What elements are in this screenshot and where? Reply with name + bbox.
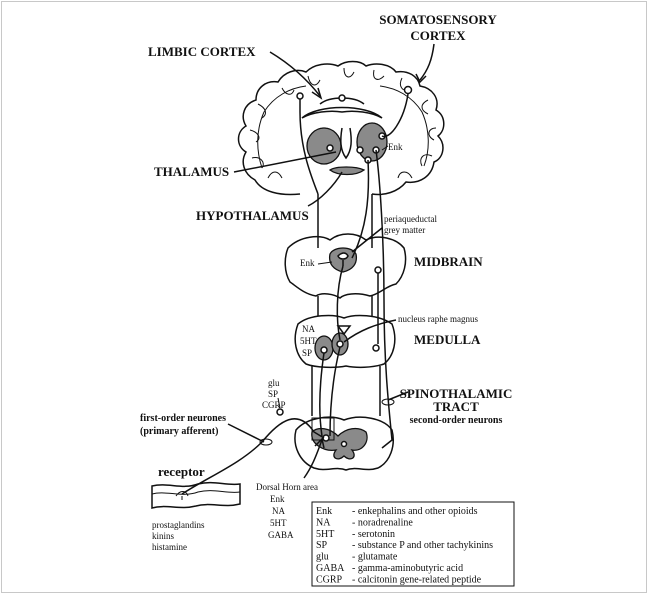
legend-desc: - gamma-aminobutyric acid bbox=[352, 563, 463, 574]
brain-section bbox=[237, 60, 445, 196]
medulla-nt-5ht: 5HT bbox=[300, 336, 317, 346]
labels: SOMATOSENSORY CORTEX LIMBIC CORTEX THALA… bbox=[140, 12, 512, 552]
spinothalamic-label-1: SPINOTHALAMIC bbox=[400, 386, 513, 401]
legend-abbr: 5HT bbox=[316, 529, 334, 540]
legend-desc: - serotonin bbox=[352, 529, 395, 540]
pag-label-1: periaqueductal bbox=[384, 214, 437, 224]
medulla-nt-sp: SP bbox=[302, 348, 312, 358]
dorsal-horn-enk: Enk bbox=[270, 494, 285, 504]
mediator-kinins: kinins bbox=[152, 531, 175, 541]
dorsal-horn-gaba: GABA bbox=[268, 530, 294, 540]
mediator-prostaglandins: prostaglandins bbox=[152, 520, 205, 530]
hypothalamus-label: HYPOTHALAMUS bbox=[196, 208, 309, 223]
receptor-label: receptor bbox=[158, 464, 205, 479]
spinothalamic-label-3: second-order neurons bbox=[410, 415, 503, 426]
dorsal-horn-5ht: 5HT bbox=[270, 518, 287, 528]
nrm-label: nucleus raphe magnus bbox=[398, 314, 478, 324]
somatosensory-label-1: SOMATOSENSORY bbox=[379, 12, 497, 27]
enk-cortex-label: Enk bbox=[388, 142, 403, 152]
legend-desc: - substance P and other tachykinins bbox=[352, 540, 493, 551]
legend-abbr: GABA bbox=[316, 563, 345, 574]
legend-abbr: NA bbox=[316, 517, 331, 528]
brain-outline bbox=[237, 60, 445, 196]
thalamus-right bbox=[356, 122, 388, 162]
afferent-nt-sp: SP bbox=[268, 389, 278, 399]
spinal-cord bbox=[294, 416, 394, 471]
enk-midbrain-label: Enk bbox=[300, 258, 315, 268]
afferent-nt-glu: glu bbox=[268, 378, 280, 388]
legend-abbr: SP bbox=[316, 540, 328, 551]
mediator-histamine: histamine bbox=[152, 542, 187, 552]
legend-abbr: glu bbox=[316, 552, 329, 563]
somatosensory-label-2: CORTEX bbox=[410, 28, 466, 43]
medulla-label: MEDULLA bbox=[414, 332, 481, 347]
dorsal-horn-label: Dorsal Horn area bbox=[256, 482, 318, 492]
midbrain-section bbox=[284, 233, 407, 299]
legend-desc: - enkephalins and other opioids bbox=[352, 506, 478, 517]
legend-desc: - calcitonin gene-related peptide bbox=[352, 574, 482, 585]
thalamus-label: THALAMUS bbox=[154, 164, 229, 179]
first-order-label-1: first-order neurones bbox=[140, 413, 226, 424]
legend-desc: - noradrenaline bbox=[352, 517, 413, 528]
legend-abbr: Enk bbox=[316, 506, 332, 517]
medulla-nt-na: NA bbox=[302, 324, 315, 334]
hypothalamus-nucleus bbox=[328, 166, 366, 176]
limbic-cortex-label: LIMBIC CORTEX bbox=[148, 44, 256, 59]
first-order-label-2: (primary afferent) bbox=[140, 426, 218, 437]
legend-abbr: CGRP bbox=[316, 574, 343, 585]
dorsal-horn-na: NA bbox=[272, 506, 285, 516]
receptor-skin bbox=[151, 481, 241, 509]
medulla-section bbox=[294, 314, 396, 369]
legend-desc: - glutamate bbox=[352, 552, 398, 563]
legend-box bbox=[311, 501, 515, 587]
leader-lines bbox=[227, 43, 435, 479]
thalamus-left bbox=[306, 127, 342, 165]
pag-label-2: grey matter bbox=[384, 225, 425, 235]
corpus-callosum bbox=[301, 106, 383, 119]
afferent-nt-cgrp: CGRP bbox=[262, 400, 286, 410]
midbrain-label: MIDBRAIN bbox=[414, 254, 483, 269]
brainstem bbox=[284, 194, 407, 416]
spinothalamic-label-2: TRACT bbox=[433, 399, 479, 414]
spinal-cord-outline bbox=[294, 416, 394, 471]
